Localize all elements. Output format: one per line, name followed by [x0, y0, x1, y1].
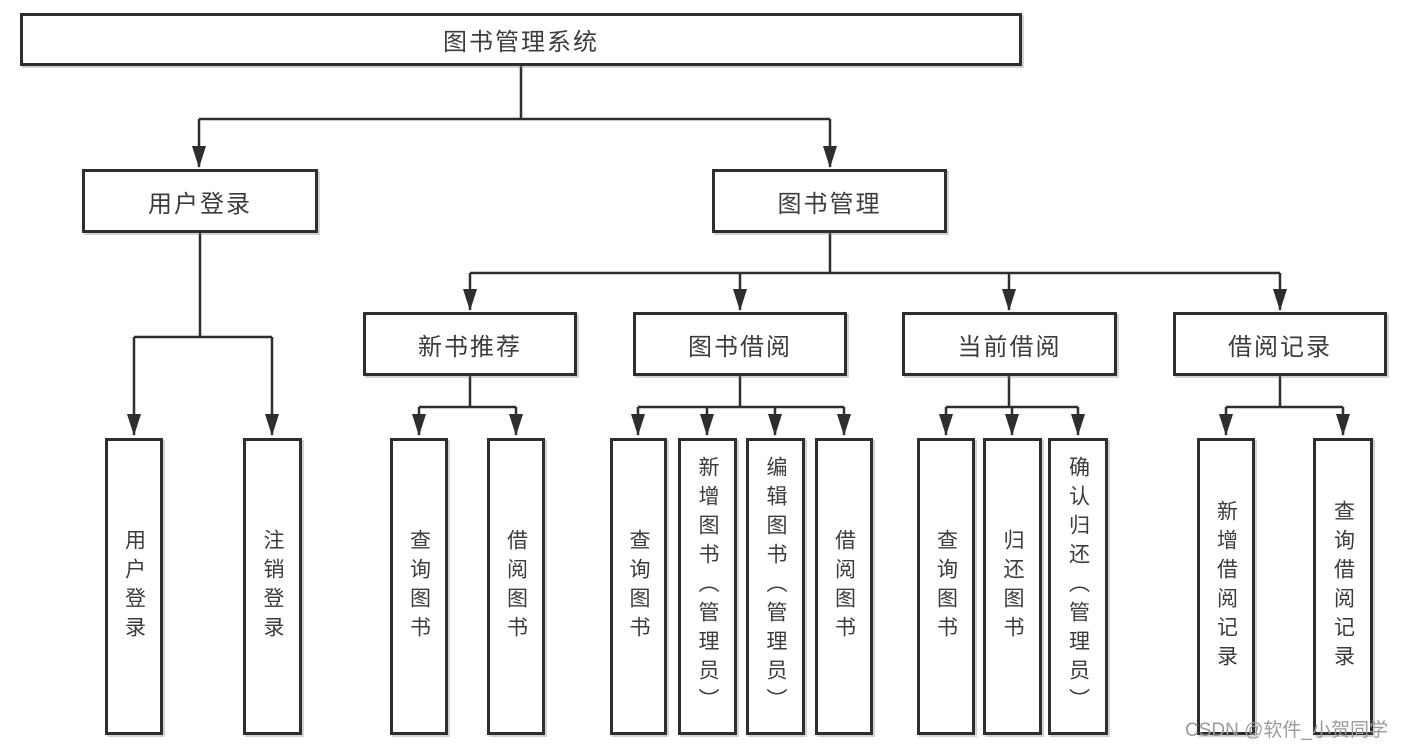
node-root: 图书管理系统	[20, 13, 1022, 66]
node-book-borrow: 图书借阅	[633, 312, 847, 376]
leaf-cb-query-book-label: 查询图书	[934, 528, 958, 645]
leaf-rec-borrow-book: 借阅图书	[487, 438, 545, 735]
leaf-bb-add-book-label: 新增图书（管理员）	[696, 456, 720, 717]
node-current-borrow: 当前借阅	[902, 312, 1117, 376]
leaf-br-add-record: 新增借阅记录	[1197, 438, 1255, 735]
leaf-cb-confirm-return: 确认归还（管理员）	[1048, 438, 1108, 735]
watermark: CSDN @软件_小贺同学	[1185, 720, 1388, 741]
leaf-br-query-record-label: 查询借阅记录	[1331, 499, 1355, 674]
leaf-cb-return-book: 归还图书	[983, 438, 1042, 735]
leaf-bb-edit-book-label: 编辑图书（管理员）	[764, 456, 788, 717]
leaf-br-query-record: 查询借阅记录	[1313, 438, 1373, 735]
leaf-cb-query-book: 查询图书	[917, 438, 975, 735]
leaf-rec-query-book-label: 查询图书	[407, 528, 431, 645]
node-user-login: 用户登录	[82, 169, 318, 233]
leaf-bb-query-book-label: 查询图书	[627, 528, 651, 645]
leaf-rec-query-book: 查询图书	[390, 438, 448, 735]
leaf-bb-add-book: 新增图书（管理员）	[678, 438, 737, 735]
node-book-management: 图书管理	[712, 169, 947, 233]
leaf-bb-edit-book: 编辑图书（管理员）	[746, 438, 805, 735]
node-borrow-record: 借阅记录	[1173, 312, 1387, 376]
leaf-rec-borrow-book-label: 借阅图书	[504, 528, 528, 645]
leaf-bb-query-book: 查询图书	[610, 438, 667, 735]
leaf-cb-return-book-label: 归还图书	[1001, 528, 1025, 645]
leaf-bb-borrow-book-label: 借阅图书	[832, 528, 856, 645]
leaf-br-add-record-label: 新增借阅记录	[1214, 499, 1238, 674]
leaf-logout-label: 注销登录	[261, 528, 285, 645]
node-new-book-recommend: 新书推荐	[363, 312, 577, 376]
leaf-logout: 注销登录	[243, 438, 302, 735]
leaf-user-login-label: 用户登录	[122, 528, 146, 645]
leaf-user-login: 用户登录	[105, 438, 163, 735]
leaf-cb-confirm-return-label: 确认归还（管理员）	[1066, 456, 1090, 717]
leaf-bb-borrow-book: 借阅图书	[815, 438, 873, 735]
